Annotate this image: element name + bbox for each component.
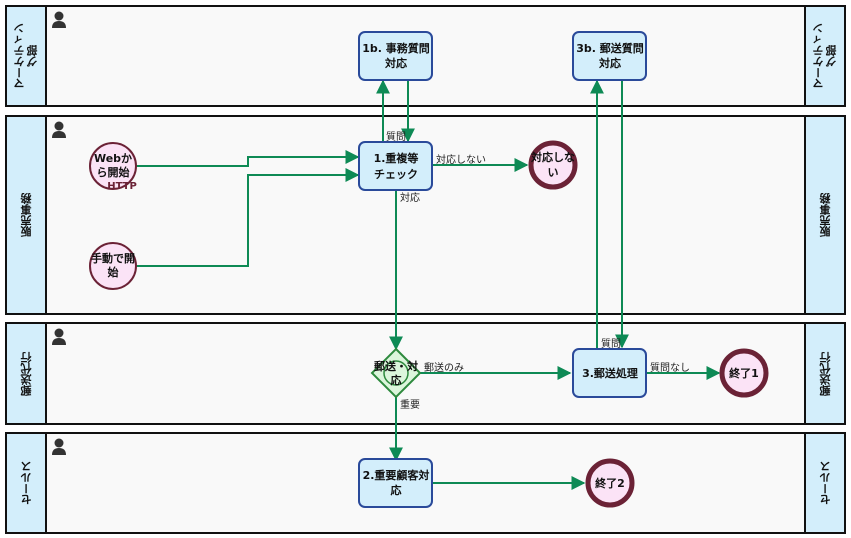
lane-header-right: 販売事務 <box>804 117 844 313</box>
lane-header-left: 販売事務 <box>7 117 47 313</box>
person-icon <box>52 438 66 455</box>
start-event-manual[interactable]: 手動で開 始 <box>89 242 137 290</box>
edge-label-not-handle: 対応しない <box>436 153 486 166</box>
end-event-1[interactable]: 終了1 <box>719 348 769 398</box>
task-3-shipping-process[interactable]: 3.郵送処理 <box>572 348 647 398</box>
edge-label-no-question: 質問なし <box>650 361 690 374</box>
http-label: HTTP <box>107 181 137 192</box>
start-event-web[interactable]: Webか ら開始 HTTP <box>89 142 137 192</box>
task-label: 対応 <box>598 56 621 70</box>
gateway-shipping-handling[interactable]: 郵送・対 応 <box>370 347 422 399</box>
task-label: 3b. 郵送質問 <box>576 41 644 55</box>
edge-label-question-3: 質問 <box>601 337 621 350</box>
task-label: 1.重複等 <box>374 151 419 165</box>
person-icon <box>52 121 66 138</box>
edge-web-to-check[interactable] <box>136 150 360 167</box>
lane-header-left: セールス <box>7 434 47 532</box>
task-label: 対応 <box>384 56 407 70</box>
task-label: 応 <box>391 483 402 497</box>
task-2-important-customer[interactable]: 2.重要顧客対 応 <box>358 458 433 508</box>
edge-label-handle: 対応 <box>400 191 420 204</box>
lane-marketing: マーケティン グ部 マーケティン グ部 <box>5 5 846 107</box>
edge-manual-to-check[interactable] <box>136 168 360 267</box>
person-icon <box>52 11 66 28</box>
task-label: 1b. 事務質問 <box>362 41 430 55</box>
lane-header-right: セールス <box>804 434 844 532</box>
event-label: 手動で開 <box>91 251 135 265</box>
task-label: 2.重要顧客対 <box>363 468 430 482</box>
event-label: い <box>548 166 559 179</box>
task-3b-shipping-question[interactable]: 3b. 郵送質問 対応 <box>572 31 647 81</box>
lane-header-right: 郵送代行 <box>804 324 844 423</box>
task-1b-office-question[interactable]: 1b. 事務質問 対応 <box>358 31 433 81</box>
event-label: 終了1 <box>729 366 759 380</box>
lane-header-left: マーケティン グ部 <box>7 7 47 105</box>
event-label: ら開始 <box>97 165 130 179</box>
event-label: Webか <box>94 152 132 165</box>
task-label: チェック <box>374 168 418 181</box>
task-label: 3.郵送処理 <box>582 366 638 380</box>
gateway-label: 応 <box>391 373 402 387</box>
event-label: 始 <box>108 265 119 279</box>
edge-label-mail-only: 郵送のみ <box>424 361 464 374</box>
end-event-no-handle[interactable]: 対応しな い <box>528 140 578 190</box>
event-label: 対応しな <box>530 150 575 164</box>
edge-label-question-1: 質問 <box>386 130 406 143</box>
gateway-label: 郵送・対 <box>374 359 418 373</box>
event-label: 終了2 <box>595 476 625 490</box>
person-icon <box>52 328 66 345</box>
task-1-duplicate-check[interactable]: 1.重複等 チェック <box>358 141 433 191</box>
end-event-2[interactable]: 終了2 <box>585 458 635 508</box>
lane-header-left: 郵送代行 <box>7 324 47 423</box>
edge-label-important: 重要 <box>400 398 420 411</box>
lane-header-right: マーケティン グ部 <box>804 7 844 105</box>
